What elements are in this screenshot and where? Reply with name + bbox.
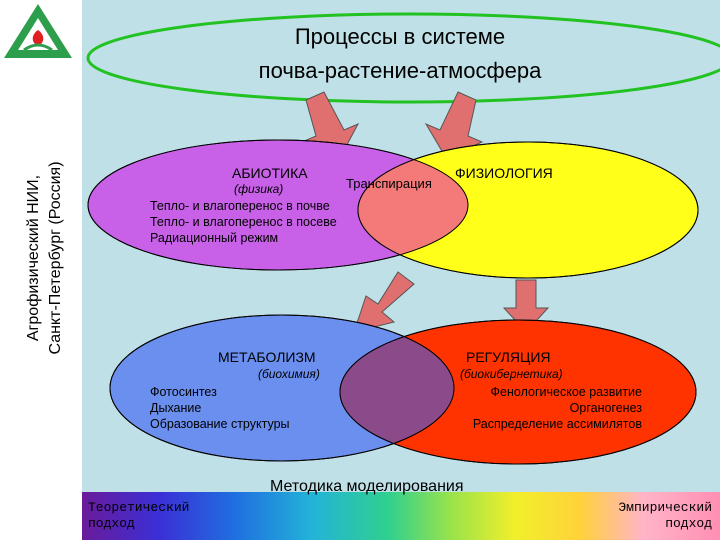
physiology-title: ФИЗИОЛОГИЯ	[455, 165, 553, 181]
regulation-item: Распределение ассимилятов	[473, 417, 643, 431]
metabolism-item: Фотосинтез	[150, 385, 217, 399]
regulation-subtitle: (биокибернетика)	[460, 367, 563, 381]
abiotics-item: Тепло- и влагоперенос в посеве	[150, 215, 337, 229]
modeling-title: Методика моделирования	[270, 478, 464, 495]
institute-label-line2: Санкт-Петербург (Россия)	[47, 161, 64, 354]
metabolism-title: МЕТАБОЛИЗМ	[218, 349, 316, 365]
metabolism-item: Образование структуры	[150, 417, 290, 431]
abiotics-item: Радиационный режим	[150, 231, 278, 245]
vertical-institute-label: Агрофизический НИИ, Санкт-Петербург (Рос…	[25, 161, 64, 354]
sidebar: Агрофизический НИИ, Санкт-Петербург (Рос…	[0, 0, 82, 540]
title-line2: почва-растение-атмосфера	[259, 58, 542, 83]
metabolism-subtitle: (биохимия)	[258, 367, 320, 381]
abiotics-item: Тепло- и влагоперенос в почве	[150, 199, 330, 213]
transpiration-label: Транспирация	[346, 176, 432, 191]
metabolism-item: Дыхание	[150, 401, 201, 415]
regulation-title: РЕГУЛЯЦИЯ	[466, 349, 551, 365]
title-line1: Процессы в системе	[295, 24, 505, 49]
empirical-approach-label: Эмпирический подход	[618, 500, 712, 531]
abiotics-title: АБИОТИКА	[232, 165, 308, 181]
logo-drop-icon	[32, 30, 44, 46]
logo	[4, 4, 72, 58]
abiotics-subtitle: (физика)	[234, 182, 283, 196]
arrow-to-metabolism-icon	[353, 271, 415, 333]
regulation-item: Фенологическое развитие	[491, 385, 642, 399]
spectrum-bar	[82, 492, 720, 540]
theoretical-approach-label: Теоретический подход	[88, 500, 190, 531]
institute-label-line1: Агрофизический НИИ,	[25, 175, 42, 341]
title-ellipse	[86, 12, 720, 104]
regulation-item: Органогенез	[570, 401, 643, 415]
